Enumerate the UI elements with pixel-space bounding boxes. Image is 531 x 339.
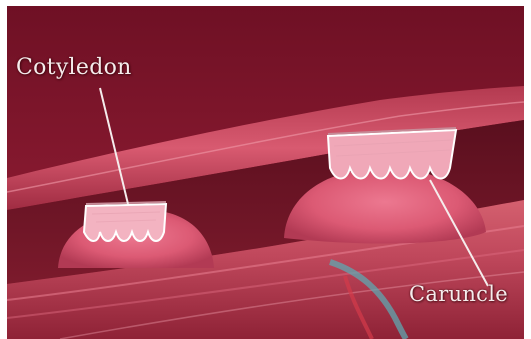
- left-frame: [0, 0, 7, 339]
- cotyledon-right: [328, 128, 456, 179]
- cotyledon-left: [84, 202, 166, 241]
- cotyledon-label: Cotyledon: [16, 55, 132, 80]
- top-frame: [0, 0, 531, 6]
- caruncle-label: Caruncle: [409, 282, 508, 306]
- right-frame: [524, 0, 531, 339]
